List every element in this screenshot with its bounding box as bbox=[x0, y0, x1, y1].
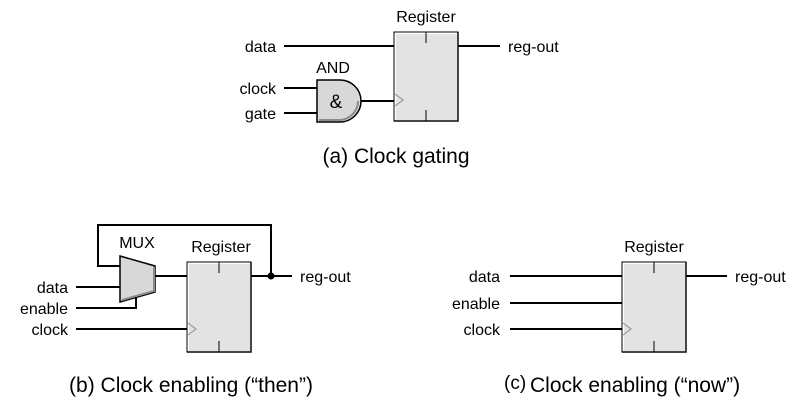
panel-a-register-title: Register bbox=[396, 9, 456, 26]
panel-b-register bbox=[186, 261, 252, 353]
panel-c-output-label: reg-out bbox=[735, 269, 786, 286]
panel-c-data-label: data bbox=[469, 269, 500, 286]
panel-a-register bbox=[393, 31, 459, 122]
panel-b-enable-wire bbox=[76, 297, 137, 309]
panel-c-clock-label: clock bbox=[464, 322, 501, 339]
panel-c-caption-prefix: (c) bbox=[504, 373, 526, 394]
panel-b-output-label: reg-out bbox=[300, 269, 351, 286]
panel-b-data-label: data bbox=[37, 280, 68, 297]
panel-a: Register AND & data clock gate reg-out (… bbox=[240, 9, 560, 168]
panel-a-gate-label: gate bbox=[245, 106, 276, 123]
panel-c-caption: Clock enabling (“now”) bbox=[530, 374, 740, 397]
panel-c-register-title: Register bbox=[624, 239, 684, 256]
panel-c: Register data enable clock reg-out (c) C… bbox=[452, 239, 786, 397]
panel-a-output-label: reg-out bbox=[508, 39, 559, 56]
panel-b-enable-label: enable bbox=[20, 301, 68, 318]
panel-a-gate-symbol: & bbox=[330, 92, 343, 113]
panel-a-and-gate bbox=[316, 79, 362, 123]
panel-c-register bbox=[621, 261, 687, 353]
panel-b-junction-dot bbox=[267, 272, 275, 280]
panel-b-mux-title: MUX bbox=[119, 235, 155, 252]
panel-a-clock-label: clock bbox=[240, 81, 277, 98]
panel-b-clock-label: clock bbox=[32, 322, 69, 339]
panel-a-caption: (a) Clock gating bbox=[322, 145, 469, 168]
panel-a-gate-title: AND bbox=[316, 60, 350, 77]
panel-b: Register MUX data enable clock reg-out (… bbox=[20, 224, 351, 397]
panel-b-caption: (b) Clock enabling (“then”) bbox=[69, 374, 313, 397]
panel-b-feedback-wire bbox=[97, 224, 272, 276]
panel-b-register-title: Register bbox=[191, 239, 251, 256]
panel-b-mux bbox=[119, 255, 156, 303]
panel-c-enable-label: enable bbox=[452, 296, 500, 313]
panel-a-data-label: data bbox=[245, 39, 276, 56]
